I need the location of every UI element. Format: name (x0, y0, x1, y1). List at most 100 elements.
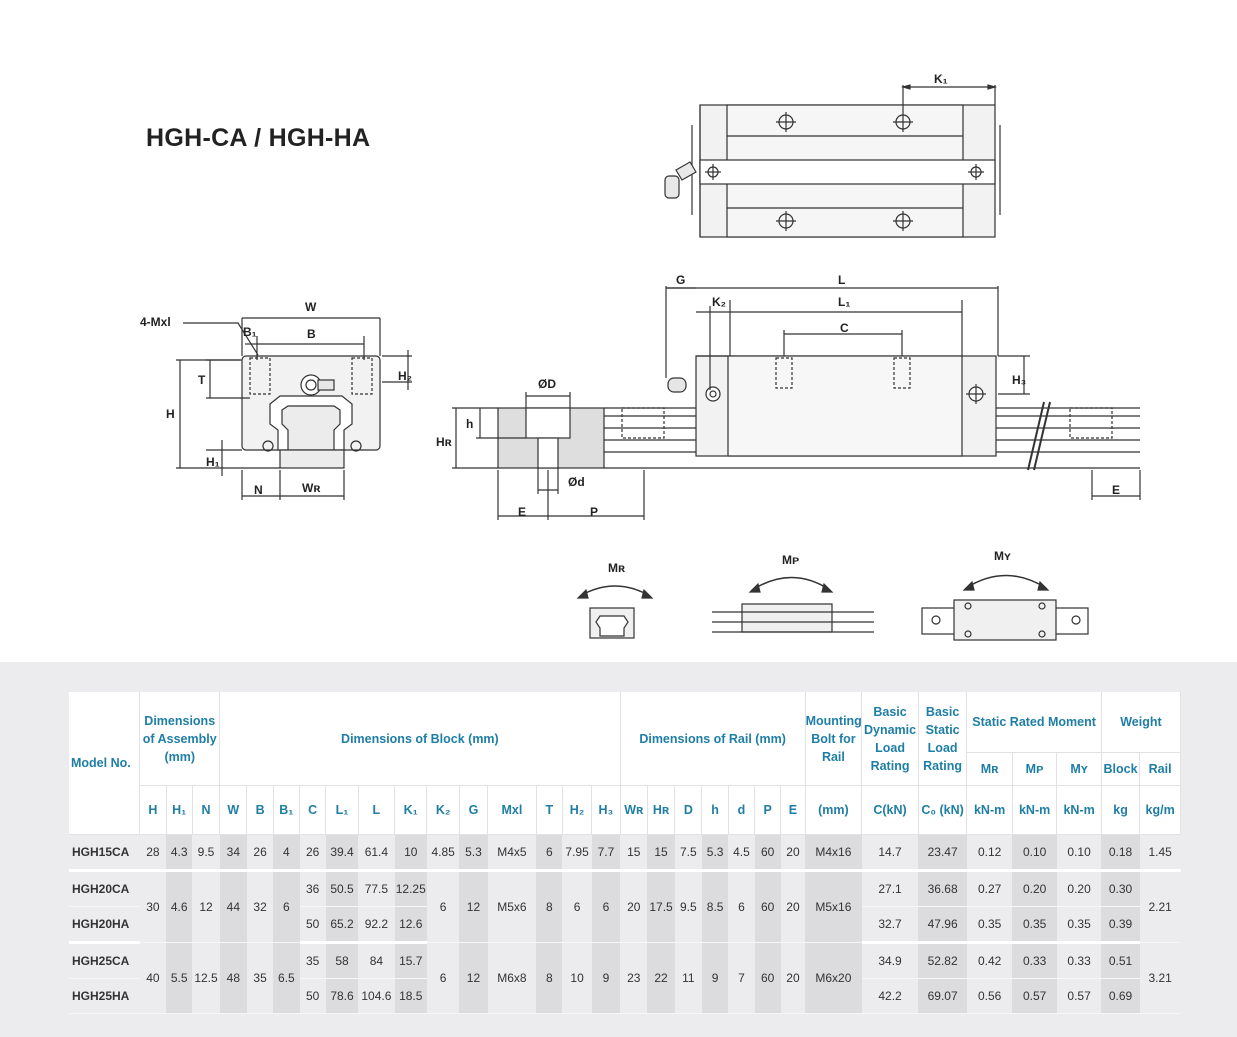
label-mp: Mᴘ (782, 553, 799, 567)
cell: 23.47 (918, 834, 967, 872)
cell: 0.35 (1012, 906, 1057, 944)
col-W: W (219, 785, 248, 835)
cell: 60 (754, 870, 781, 943)
cell: 6 (562, 870, 592, 943)
header-weight: Weight (1101, 692, 1182, 753)
header-block: Dimensions of Block (mm) (219, 692, 621, 786)
col-CkN: C(kN) (861, 785, 919, 835)
col-H2: H₂ (562, 785, 593, 835)
cell: 58 (325, 942, 359, 979)
cell: 8.5 (701, 870, 729, 943)
cell: 12 (459, 870, 488, 943)
cell: 84 (358, 942, 395, 979)
cell: 4.3 (166, 834, 193, 872)
cell: 69.07 (918, 978, 967, 1014)
cell: 35 (246, 942, 274, 1014)
cell: 0.51 (1101, 942, 1140, 979)
cell: M6x8 (487, 942, 537, 1014)
cell: 6 (273, 870, 300, 943)
cell: M4x5 (487, 834, 537, 872)
sub-my: Mʏ (1056, 752, 1102, 786)
col-H1: H₁ (166, 785, 193, 835)
cell: 23 (620, 942, 648, 1014)
header-bolt: Mounting Bolt for Rail (805, 692, 863, 786)
label-my: Mʏ (994, 549, 1011, 563)
cell: 15 (620, 834, 648, 872)
cell: 0.69 (1101, 978, 1140, 1014)
cell: 4.5 (728, 834, 755, 872)
label-od-big: ØD (538, 377, 556, 391)
cell: 6 (591, 870, 621, 943)
col-Mxl: Mxl (487, 785, 537, 835)
label-k2: K₂ (712, 295, 726, 309)
col-B1: B₁ (273, 785, 301, 835)
col-K1: K₁ (394, 785, 428, 835)
col-L1: L₁ (325, 785, 359, 835)
cell: 92.2 (358, 906, 395, 944)
cell: 6 (426, 870, 460, 943)
cell: 50 (299, 906, 326, 944)
label-od-small: Ød (568, 475, 585, 489)
cell: 40 (139, 942, 167, 1014)
table-row: HGH20CA 30 4.6 12 44 32 6 36 50.5 77.5 1… (69, 870, 1181, 943)
cell: 11 (674, 942, 702, 1014)
cell: 20 (620, 870, 648, 943)
label-mr: Mʀ (608, 561, 625, 575)
cell-model: HGH25HA (69, 978, 140, 1014)
cell: 61.4 (358, 834, 395, 872)
cell: 7.95 (562, 834, 592, 872)
col-N: N (192, 785, 221, 835)
cell: 60 (754, 942, 781, 1014)
cell: 9.5 (192, 834, 220, 872)
cell: 32 (246, 870, 274, 943)
cell: 34.9 (861, 942, 919, 979)
table-row: HGH15CA 28 4.3 9.5 34 26 4 26 39.4 61.4 … (69, 834, 1181, 872)
cell: 50.5 (325, 870, 359, 907)
col-C: C (299, 785, 327, 835)
cell: 6 (728, 870, 755, 943)
cell: 5.5 (166, 942, 193, 1014)
label-p: P (590, 505, 598, 519)
cell: 0.10 (1056, 834, 1102, 872)
col-d: d (728, 785, 756, 835)
col-WR: Wʀ (620, 785, 648, 835)
label-h3: H₃ (1012, 373, 1026, 387)
table-row: HGH25CA 40 5.5 12.5 48 35 6.5 35 58 84 1… (69, 942, 1181, 1014)
cell: 0.56 (966, 978, 1013, 1014)
col-H: H (139, 785, 167, 835)
cell: 0.42 (966, 942, 1013, 979)
col-L: L (358, 785, 396, 835)
sub-mp: Mᴘ (1012, 752, 1058, 786)
sub-block: Block (1101, 752, 1141, 786)
cell: 8 (536, 870, 563, 943)
cell: 65.2 (325, 906, 359, 944)
cell: 0.30 (1101, 870, 1140, 907)
label-4-mxl: 4-Mxl (140, 315, 171, 329)
cell: 10 (562, 942, 592, 1014)
label-b: B (307, 327, 316, 341)
cell: 60 (754, 834, 781, 872)
end-view (176, 317, 412, 500)
cell: M5x6 (487, 870, 537, 943)
label-n: N (254, 483, 263, 497)
cell: 4.6 (166, 870, 193, 943)
header-static: Basic Static Load Rating (918, 692, 968, 786)
cell: M6x20 (805, 942, 862, 1014)
label-t: T (198, 373, 206, 387)
cell: 12.25 (394, 870, 427, 907)
label-w: W (305, 300, 317, 314)
cell: 0.33 (1056, 942, 1102, 979)
cell: 7.5 (674, 834, 702, 872)
cell: 12.6 (394, 906, 427, 944)
label-h: H (166, 407, 175, 421)
cell: 6.5 (273, 942, 300, 1014)
col-C0kN: C₀ (kN) (918, 785, 968, 835)
label-k1: K₁ (934, 72, 948, 86)
cell: 7 (728, 942, 755, 1014)
cell: 0.33 (1012, 942, 1057, 979)
moment-icons (576, 574, 1089, 641)
cell-model: HGH20CA (69, 870, 140, 907)
col-H3: H₃ (591, 785, 621, 835)
cell: 26 (299, 834, 326, 872)
col-kg: kg (1101, 785, 1141, 835)
